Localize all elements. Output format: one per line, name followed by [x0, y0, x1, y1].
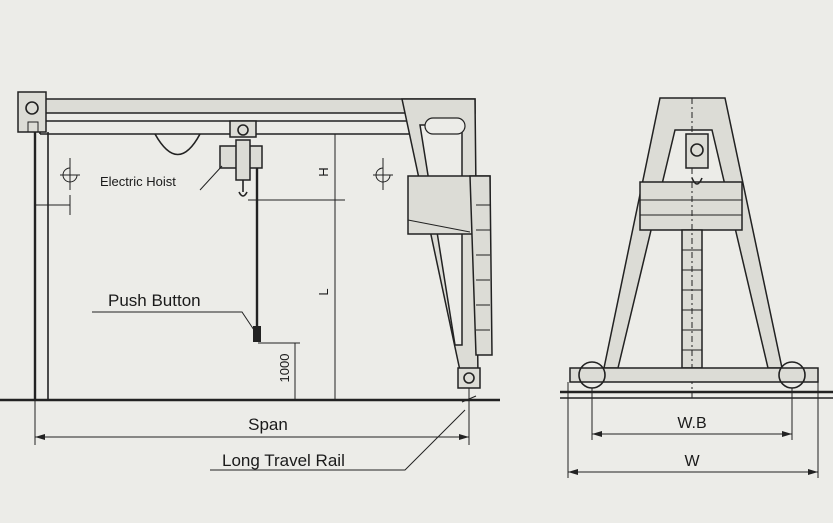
span-label: Span — [248, 415, 288, 434]
electric-hoist-label: Electric Hoist — [100, 174, 176, 189]
push-button-label: Push Button — [108, 291, 201, 310]
left-end-carriage — [17, 91, 71, 400]
bottom-beam — [560, 361, 833, 399]
long-travel-rail-leader — [210, 409, 466, 471]
right-support-leg — [401, 98, 493, 403]
electric-hoist — [219, 120, 263, 342]
wb-label: W.B — [677, 415, 706, 432]
long-travel-rail-label: Long Travel Rail — [222, 451, 345, 470]
centerline-symbol-left — [60, 158, 80, 190]
span-dimension — [34, 400, 470, 445]
h-dimension-label: H — [316, 167, 331, 176]
side-hoist — [685, 133, 709, 185]
electric-hoist-leader — [199, 165, 223, 191]
height-1000-label: 1000 — [277, 354, 292, 383]
side-view: W.B W — [560, 97, 833, 478]
w-dimension — [567, 382, 819, 478]
l-dimension-label: L — [316, 288, 331, 295]
push-button-leader — [92, 311, 255, 331]
centerline-symbol-right — [373, 158, 393, 190]
height-dimensions — [248, 133, 345, 400]
w-label: W — [684, 453, 700, 470]
wb-dimension — [591, 388, 793, 440]
center-column — [681, 98, 703, 400]
front-view: Electric Hoist Push Button H L 1000 Span… — [0, 91, 500, 471]
